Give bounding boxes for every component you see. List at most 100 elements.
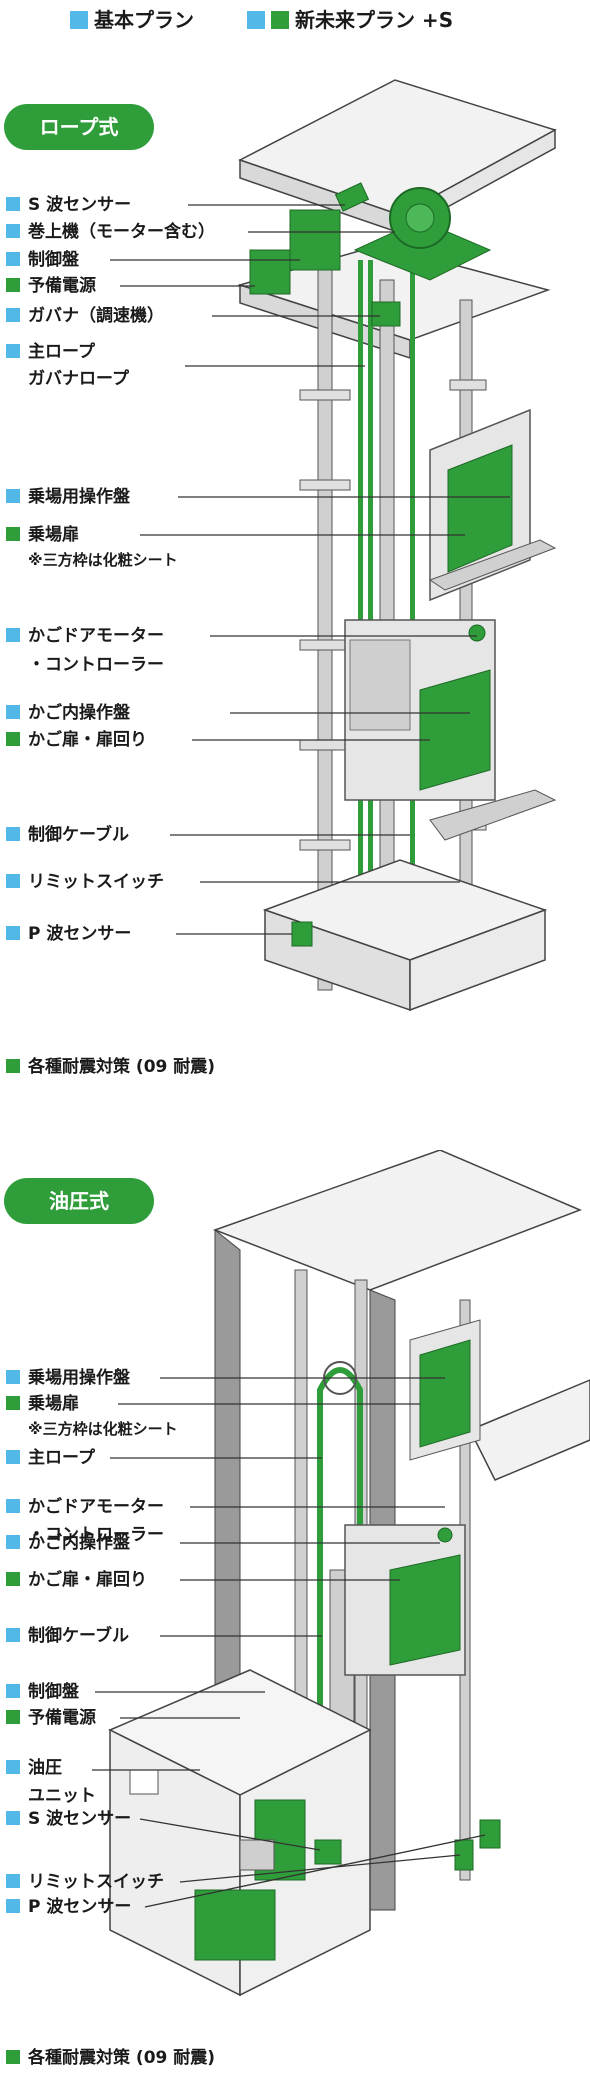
basic-marker: [6, 1874, 20, 1888]
basic-marker: [6, 1760, 20, 1774]
basic-marker: [6, 874, 20, 888]
rope-label-governor-rope: ガバナロープ: [28, 369, 129, 389]
label-text: 制御ケーブル: [28, 1626, 129, 1646]
rope-label-p-wave-sensor: P 波センサー: [6, 922, 131, 946]
basic-marker: [6, 628, 20, 642]
new-plan-marker: [6, 1059, 20, 1073]
hyd-label-hall-panel: 乗場用操作盤: [6, 1366, 130, 1390]
basic-marker: [6, 1628, 20, 1642]
rope-note-frame: ※三方枠は化粧シート: [28, 551, 178, 569]
basic-marker: [6, 252, 20, 266]
new-plan-marker: [6, 1396, 20, 1410]
hydraulic-section-title: 油圧式: [4, 1178, 154, 1224]
hydraulic-elevator-illustration: [92, 1150, 590, 1997]
rope-label-hoist: 巻上機（モーター含む）: [6, 220, 215, 244]
hyd-label-control-cable: 制御ケーブル: [6, 1624, 129, 1648]
label-text: 制御盤: [28, 250, 79, 270]
label-text: 主ロープ: [28, 1448, 95, 1468]
label-text: 乗場用操作盤: [28, 1368, 130, 1388]
rope-elevator-illustration: [110, 79, 557, 1012]
hyd-label-controller: ・コントローラー: [28, 1525, 164, 1545]
hyd-label-car-door: かご扉・扉回り: [6, 1568, 147, 1592]
rope-footer-seismic: 各種耐震対策 (09 耐震): [6, 1055, 215, 1079]
basic-marker: [6, 926, 20, 940]
hyd-label-s-wave-sensor: S 波センサー: [6, 1807, 131, 1831]
basic-marker: [6, 308, 20, 322]
rope-label-hall-door: 乗場扉: [6, 523, 79, 547]
basic-marker: [6, 344, 20, 358]
hyd-label-door-motor: かごドアモーター: [6, 1495, 164, 1519]
new-plan-marker: [6, 1572, 20, 1586]
basic-marker: [6, 1499, 20, 1513]
label-text: かご扉・扉回り: [28, 730, 147, 750]
hyd-label-main-rope: 主ロープ: [6, 1446, 95, 1470]
label-text: 各種耐震対策 (09 耐震): [28, 1057, 216, 1077]
legend-basic-label: 基本プラン: [94, 8, 194, 32]
label-text: S 波センサー: [28, 195, 132, 215]
hyd-label-car-panel: かご内操作盤: [6, 1531, 130, 1555]
rope-label-controller: ・コントローラー: [28, 655, 164, 675]
rope-label-car-door: かご扉・扉回り: [6, 728, 147, 752]
basic-marker: [6, 197, 20, 211]
hyd-label-hydraulic-unit: 油圧: [6, 1756, 62, 1780]
hyd-label-hall-door: 乗場扉: [6, 1392, 79, 1416]
legend-new-green-swatch: [270, 11, 289, 29]
label-text: 主ロープ: [28, 342, 95, 362]
rope-label-control-cable: 制御ケーブル: [6, 823, 129, 847]
label-text: 制御ケーブル: [28, 825, 129, 845]
new-plan-marker: [6, 732, 20, 746]
rope-label-hall-panel: 乗場用操作盤: [6, 485, 130, 509]
hyd-footer-seismic: 各種耐震対策 (09 耐震): [6, 2046, 215, 2070]
rope-label-car-panel: かご内操作盤: [6, 701, 130, 725]
basic-marker: [6, 705, 20, 719]
new-plan-marker: [6, 527, 20, 541]
legend-new-plan: 新未来プラン +S: [246, 8, 454, 32]
rope-section-title: ロープ式: [4, 104, 154, 150]
hyd-label-limit-switch: リミットスイッチ: [6, 1870, 164, 1894]
rope-label-control-panel: 制御盤: [6, 248, 79, 272]
label-text: 乗場用操作盤: [28, 487, 130, 507]
label-text: 油圧: [28, 1758, 62, 1778]
new-plan-marker: [6, 278, 20, 292]
label-text: S 波センサー: [28, 1809, 132, 1829]
label-text: 制御盤: [28, 1682, 79, 1702]
label-text: かご扉・扉回り: [28, 1570, 147, 1590]
basic-marker: [6, 489, 20, 503]
basic-marker: [6, 827, 20, 841]
label-text: P 波センサー: [28, 924, 132, 944]
label-text: 予備電源: [28, 1708, 96, 1728]
label-text: 各種耐震対策 (09 耐震): [28, 2048, 216, 2068]
label-text: かごドアモーター: [28, 1497, 164, 1517]
label-text: 巻上機（モーター含む）: [28, 222, 215, 242]
new-plan-marker: [6, 2050, 20, 2064]
rope-label-s-wave-sensor: S 波センサー: [6, 193, 131, 217]
label-text: 予備電源: [28, 276, 96, 296]
label-text: リミットスイッチ: [28, 1872, 164, 1892]
label-text: かご内操作盤: [28, 703, 130, 723]
label-text: 乗場扉: [28, 1394, 79, 1414]
label-text: 乗場扉: [28, 525, 79, 545]
label-text: リミットスイッチ: [28, 872, 164, 892]
label-text: ガバナ（調速機）: [28, 306, 164, 326]
basic-marker: [6, 224, 20, 238]
legend-basic-swatch: [70, 11, 88, 29]
rope-label-limit-switch: リミットスイッチ: [6, 870, 164, 894]
rope-label-governor: ガバナ（調速機）: [6, 304, 164, 328]
basic-marker: [6, 1899, 20, 1913]
basic-marker: [6, 1535, 20, 1549]
legend-new-blue-swatch: [246, 11, 265, 29]
hyd-label-backup-power: 予備電源: [6, 1706, 96, 1730]
legend-new-plan-label: 新未来プラン +S: [294, 8, 454, 32]
label-text: かごドアモーター: [28, 626, 164, 646]
basic-marker: [6, 1370, 20, 1384]
legend: 基本プラン 新未来プラン +S: [70, 4, 499, 33]
hyd-note-frame: ※三方枠は化粧シート: [28, 1420, 178, 1438]
label-text: かご内操作盤: [28, 1533, 130, 1553]
hyd-label-control-panel: 制御盤: [6, 1680, 79, 1704]
legend-basic: 基本プラン: [70, 8, 194, 32]
rope-label-door-motor: かごドアモーター: [6, 624, 164, 648]
basic-marker: [6, 1450, 20, 1464]
hyd-label-unit: ユニット: [28, 1786, 96, 1806]
label-text: P 波センサー: [28, 1897, 132, 1917]
basic-marker: [6, 1811, 20, 1825]
